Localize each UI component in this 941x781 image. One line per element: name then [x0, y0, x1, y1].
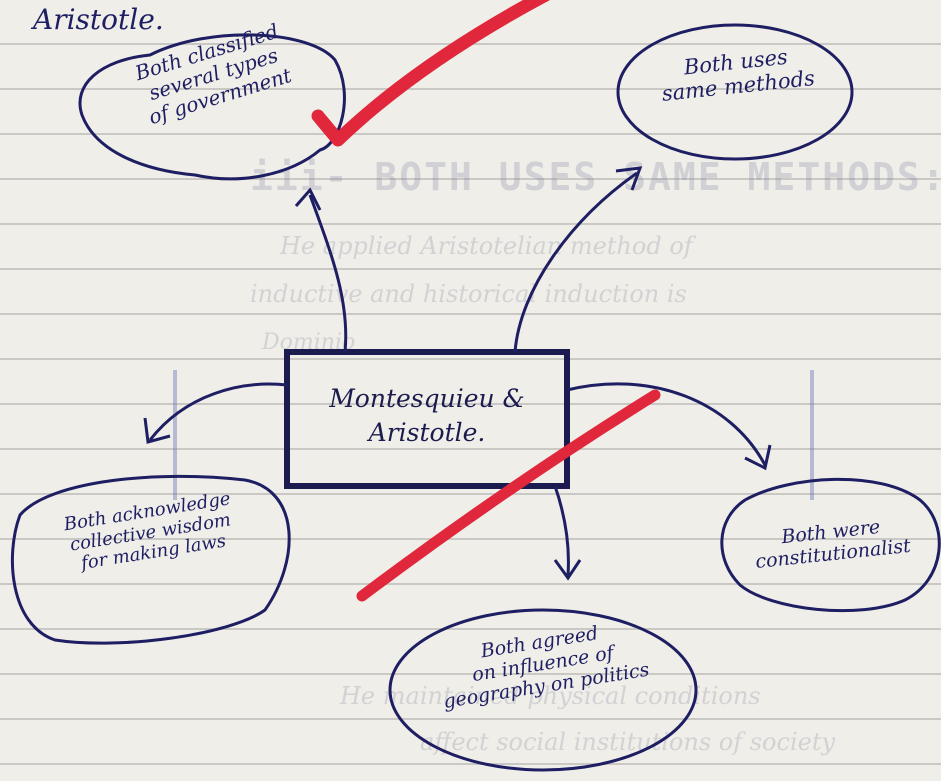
- node-outline-geography: [388, 608, 698, 772]
- arrow-to-geography: [553, 485, 570, 576]
- background-line: He maintained physical conditions: [340, 682, 761, 710]
- center-line-1: Montesquieu &: [329, 384, 525, 413]
- arrow-to-classified: [308, 194, 348, 353]
- page-fragment-text: Aristotle.: [33, 3, 164, 36]
- arrowhead-wisdom: [143, 417, 171, 444]
- arrow-to-methods: [513, 171, 638, 353]
- arrowhead-geography: [553, 559, 582, 581]
- node-outline-wisdom: [10, 474, 291, 645]
- center-node-label: Montesquieu & Aristotle.: [292, 382, 562, 450]
- background-line: affect social institutions of society: [420, 728, 836, 756]
- background-line: He applied Aristotelian method of: [280, 232, 693, 260]
- background-heading: iii- BOTH USES SAME METHODS:: [250, 155, 941, 199]
- arrowhead-classified: [294, 187, 322, 211]
- arrowhead-constitution: [744, 444, 772, 471]
- node-outline-methods: [616, 23, 854, 161]
- check-mark-bottom: [356, 389, 661, 602]
- background-line: inductive and historical induction is: [250, 280, 687, 308]
- center-box: [284, 349, 570, 489]
- center-line-2: Aristotle.: [368, 417, 486, 447]
- arrowhead-methods: [615, 166, 643, 191]
- arrow-to-wisdom: [148, 382, 288, 441]
- arrow-to-constitution: [566, 382, 767, 466]
- node-outline-constitution: [720, 477, 941, 613]
- check-mark-top: [311, 0, 551, 147]
- node-outline-classified: [78, 33, 346, 181]
